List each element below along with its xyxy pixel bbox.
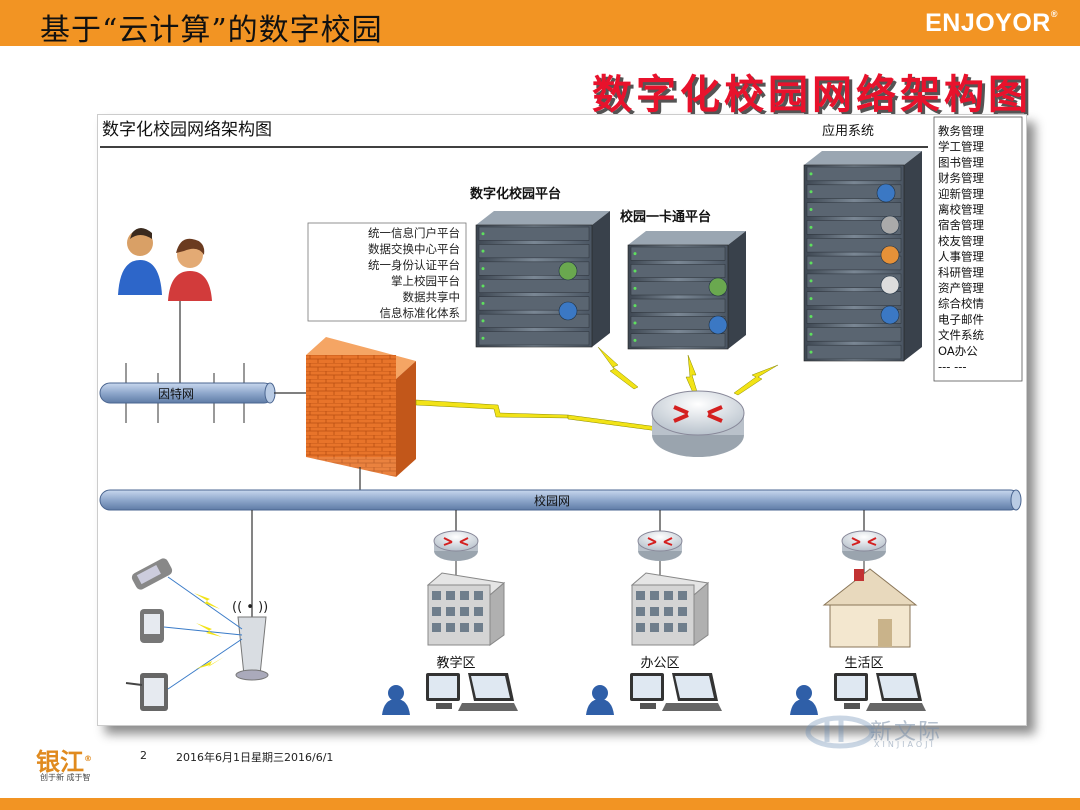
brand-name: ENJOYOR [925,9,1051,37]
app-system-item: 迎新管理 [938,187,984,201]
app-system-list: 教务管理学工管理图书管理财务管理迎新管理离校管理宿舍管理校友管理人事管理科研管理… [938,124,984,374]
device-icon [558,301,578,321]
core-router-icon [651,390,745,457]
zone-router-icon [841,530,887,561]
wireless-links [415,346,779,432]
platform-components-box [307,222,467,322]
zone-3: 生活区 [790,510,926,715]
campus-network-pipe [99,489,1022,511]
app-system-item: 综合校情 [938,297,984,311]
platform-components-list: 统一信息门户平台数据交换中心平台统一身份认证平台掌上校园平台数据共享中信息标准化… [368,226,460,320]
campus-net-label: 校园网 [534,493,570,508]
zone-label: 办公区 [640,656,679,671]
app-system-item: 离校管理 [938,203,984,217]
zone-router-icon [637,530,683,561]
device-icon [880,305,900,325]
device-icon [880,215,900,235]
brand-logo: ENJOYOR® [925,9,1058,38]
app-system-item: 人事管理 [938,250,984,264]
bottom-bar [0,798,1080,810]
panel-title: 数字化校园网络架构图 [102,120,272,140]
firewall-icon [306,337,416,477]
campus-platform-rack [475,211,610,348]
card-platform-label: 校园一卡通平台 [620,209,711,225]
zones: 教学区 办公区 生活区 [382,510,926,715]
zone-1: 教学区 [382,510,518,715]
app-system-item: 文件系统 [938,328,984,342]
platform-label: 数字化校园平台 [470,186,561,202]
device-icon [708,277,728,297]
slide-date: 2016年6月1日星期三2016/6/1 [176,751,334,764]
app-system-list-box [933,116,1023,382]
app-system-rack [803,151,922,362]
users-icon [118,228,212,301]
card-platform-rack [627,231,746,350]
header-title: 基于“云计算”的数字校园 [40,13,383,48]
watermark-logo-icon [805,715,875,749]
app-system-item: 电子邮件 [938,312,984,326]
brand-mark: ® [1050,9,1058,19]
laptop-icon [662,673,722,711]
tablet-icon [125,673,168,711]
platform-component-item: 掌上校园平台 [391,274,460,288]
footer-logo-text: 银江 [36,748,84,776]
server-racks [475,151,922,362]
slide-title: 数字化校园网络架构图 [592,72,1032,118]
device-icon [708,315,728,335]
app-system-item: 资产管理 [938,281,984,295]
laptop-icon [866,673,926,711]
mobile-phone-icon [131,558,173,590]
diagram-panel: 数字化校园网络架构图 应用系统 教务管理学工管理图书管理财务管理迎新管理离校管理… [97,114,1027,726]
access-point-icon [235,616,269,681]
device-icon [880,275,900,295]
app-system-item: 教务管理 [938,124,984,138]
laptop-icon [458,673,518,711]
wireless-signal: (( • )) [232,600,268,615]
building-icon [630,572,710,646]
desktop-computer-icon [426,673,460,709]
pda-icon [140,609,164,643]
building-icon [426,572,506,646]
app-system-item: 校友管理 [938,234,984,248]
app-system-item: 科研管理 [938,265,984,279]
zone-user-icon [790,685,818,715]
device-icon [880,245,900,265]
zone-user-icon [586,685,614,715]
zone-2: 办公区 [586,510,722,715]
zone-label: 生活区 [844,656,883,671]
app-system-item: 宿舍管理 [938,218,984,232]
watermark-subtext: XINJIAOJI [874,740,936,749]
device-icon [876,183,896,203]
app-system-item: --- --- [938,360,967,374]
wireless-device-links [163,576,243,690]
desktop-computer-icon [834,673,868,709]
platform-component-item: 统一身份认证平台 [368,258,460,272]
desktop-computer-icon [630,673,664,709]
page-number: 2 [140,749,147,762]
zone-router-icon [433,530,479,561]
footer-tagline: 创于新 成于智 [40,773,91,782]
internet-pipe [99,363,276,423]
zone-label: 教学区 [436,655,475,671]
footer-logo: 银江® [36,742,92,777]
platform-component-item: 信息标准化体系 [380,306,461,320]
app-system-item: 图书管理 [938,155,984,169]
device-icon [558,261,578,281]
platform-component-item: 数据共享中 [403,290,461,304]
app-system-item: 学工管理 [938,140,984,154]
house-icon [822,568,918,648]
top-bar: 基于“云计算”的数字校园 ENJOYOR® [0,0,1080,48]
internet-label: 因特网 [158,386,194,401]
app-system-item: 财务管理 [938,171,984,185]
network-diagram: 数字化校园网络架构图 应用系统 教务管理学工管理图书管理财务管理迎新管理离校管理… [99,116,1023,715]
platform-component-item: 数据交换中心平台 [368,242,460,256]
footer-logo-mark: ® [84,754,92,763]
app-system-label: 应用系统 [822,123,874,139]
app-system-item: OA办公 [938,344,978,358]
watermark-text: 新文际 [870,720,943,745]
platform-component-item: 统一信息门户平台 [368,226,460,240]
zone-user-icon [382,685,410,715]
